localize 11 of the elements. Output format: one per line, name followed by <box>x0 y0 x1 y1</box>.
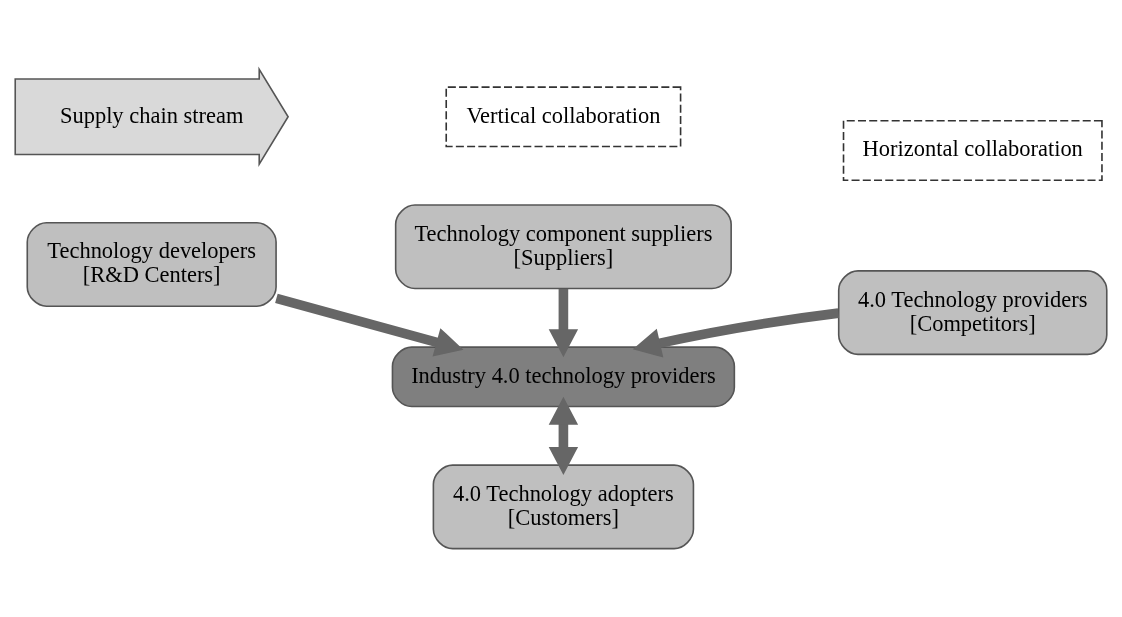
node-box: Technology developers [R&D Centers] <box>26 221 277 307</box>
arrow <box>275 293 464 357</box>
arrow <box>548 288 579 357</box>
node-box: Industry 4.0 technology providers <box>391 345 736 407</box>
node-box: Horizontal collaboration <box>842 119 1103 181</box>
arrow <box>548 396 579 475</box>
node-box: 4.0 Technology providers [Competitors] <box>837 269 1108 355</box>
node-box: Technology component suppliers [Suppliers] <box>394 203 732 289</box>
node-box: Vertical collaboration <box>445 85 682 147</box>
arrow <box>632 307 839 357</box>
node-box: 4.0 Technology adopters [Customers] <box>432 463 695 549</box>
